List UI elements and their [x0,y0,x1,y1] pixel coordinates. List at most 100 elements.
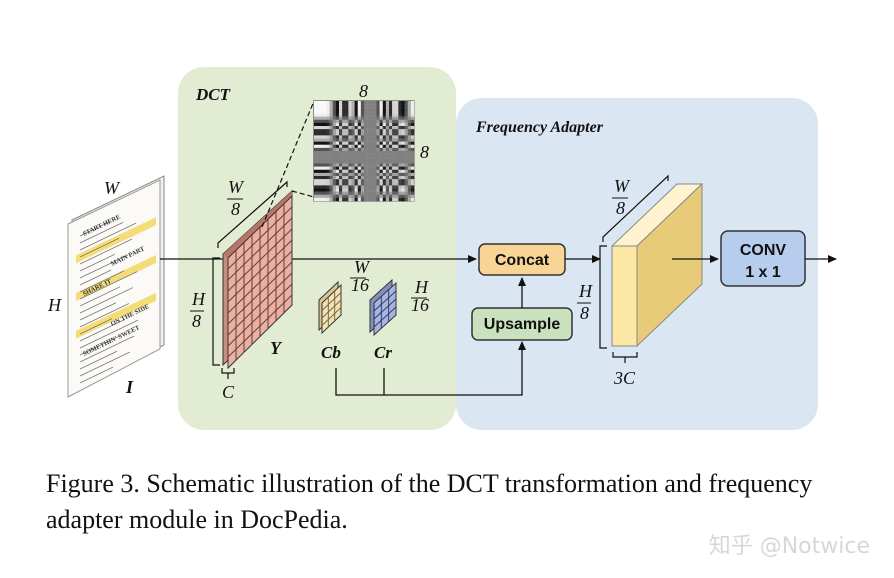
dct-basis-cell [332,163,337,167]
dct-basis-cell [332,169,337,174]
poster-text-line [79,253,116,272]
dct-basis-cell [407,157,412,161]
dct-basis-cell [320,188,324,192]
dct-basis-cell [373,182,377,186]
dct-basis-cell [360,104,365,108]
dct-basis-cell [348,113,352,117]
y-grid-line [227,283,293,347]
dct-basis-cell [351,179,355,183]
dct-basis-cell [370,132,374,136]
dct-basis-cell [367,166,371,170]
dct-basis-cell [351,144,355,149]
dct-basis-cell [401,147,405,152]
dct-basis-cell [360,147,365,152]
dct-basis-cell [364,172,368,177]
dct-basis-cell [351,185,355,189]
dct-basis-cell [389,188,393,192]
poster-text-line [79,286,121,307]
dct-basis-cell [373,129,377,133]
dct-basis-cell [357,169,362,174]
dct-basis-cell [398,166,402,170]
dct-basis-cell [320,129,324,133]
dct-basis-cell [329,188,333,192]
dct-basis-cell [348,144,352,149]
dct-basis-cell [357,113,362,117]
dct-basis-cell [320,122,324,127]
out-width-num: W [614,176,631,196]
dct-basis-cell [317,188,321,192]
dct-basis-cell [389,182,393,186]
dct-basis-cell [320,154,324,158]
dct-basis-cell [345,191,349,195]
dct-basis-cell [345,116,349,120]
dct-basis-cell [332,144,337,149]
dct-basis-cell [320,185,324,189]
dct-basis-cell [342,172,346,177]
dct-basis-cell [357,141,362,145]
poster-text-line [79,238,133,265]
dct-basis-cell [373,172,377,177]
dct-basis-cell [335,172,340,177]
dct-basis-cell [326,107,330,111]
dct-basis-cell [410,122,415,127]
dct-basis-cell [339,185,343,189]
dct-basis-cell [354,188,358,192]
dct-basis-cell [379,135,383,139]
dct-basis-cell [360,144,365,149]
dct-basis-cell [364,147,368,152]
dct-basis-cell [357,147,362,152]
dct-basis-cell [401,169,405,174]
dct-basis-cell [398,172,402,177]
dct-basis-cell [370,122,374,127]
dct-basis-cell [357,197,362,202]
dct-basis-cell [407,119,412,124]
dct-basis-cell [342,151,346,155]
dct-basis-cell [326,147,330,152]
dct-basis-cell [342,107,346,111]
dct-basis-cell [323,160,327,164]
dct-basis-cell [320,135,324,139]
dct-basis-cell [317,113,321,117]
dct-basis-cell [317,110,321,114]
dct-basis-cell [407,188,412,192]
dct-basis-cell [314,129,318,133]
dct-basis-cell [382,172,387,177]
dct-basis-cell [364,110,368,114]
cr-height-num: H [414,277,429,297]
dct-basis-cell [360,191,365,195]
dct-basis-cell [314,185,318,189]
chroma-to-upsample-line [335,341,526,396]
dct-basis-cell [317,138,321,142]
dct-basis-cell [360,163,365,167]
dct-basis-cell [326,151,330,155]
dct-basis-cell [395,188,399,192]
dct-basis-cell [364,119,368,124]
cb-grid-line [321,307,342,326]
cr-width-num: W [354,257,371,277]
dct-basis-cell [379,116,383,120]
dct-basis-cell [401,119,405,124]
cr-channel-block [369,278,397,337]
dct-basis-cell [335,135,340,139]
dct-basis-cell [317,179,321,183]
dct-basis-cell [320,119,324,124]
dct-basis-cell [364,169,368,174]
dct-basis-cell [392,194,396,199]
dct-basis-cell [345,154,349,158]
dct-basis-cell [351,191,355,195]
dct-basis-cell [351,101,355,105]
dct-basis-cell [407,110,412,114]
dct-basis-cell [401,110,405,114]
dct-basis-cell [354,144,358,149]
dct-basis-cell [404,154,408,158]
dct-basis-cell [367,182,371,186]
dct-basis-cell [329,144,333,149]
dct-basis-cell [395,179,399,183]
dct-basis-cell [351,110,355,114]
dct-basis-cell [345,163,349,167]
dct-basis-cell [320,194,324,199]
dct-basis-cell [317,160,321,164]
dct-basis-cell [395,166,399,170]
dct-basis-cell [329,154,333,158]
